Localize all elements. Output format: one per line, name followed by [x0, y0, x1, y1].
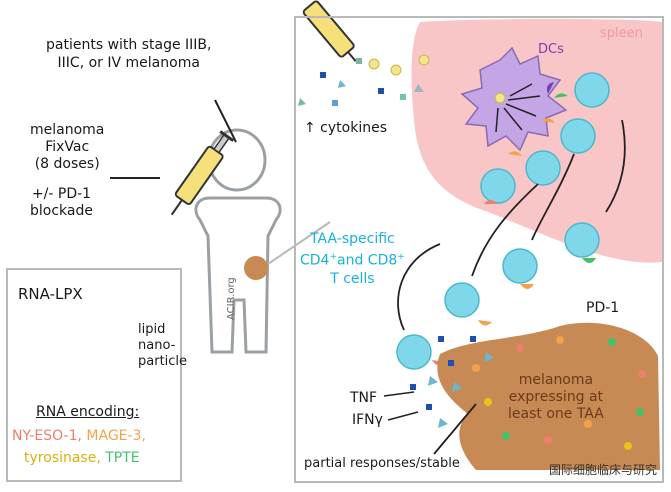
- migration-arrows: [397, 119, 626, 331]
- antigen-list-row1: NY-ESO-1, MAGE-3,: [12, 428, 146, 444]
- injection-site-marker: [244, 256, 268, 280]
- t-cells: [396, 72, 610, 370]
- syringe-left: [170, 130, 235, 216]
- spleen-label: spleen: [600, 26, 643, 41]
- antigen-mage-3: MAGE-3,: [86, 428, 146, 444]
- rna-lpx-title: RNA-LPX: [18, 285, 83, 303]
- effector-molecules: [410, 336, 494, 428]
- antigen-tpte: TPTE: [105, 450, 140, 466]
- taa-t-cells-label: TAA-specific CD4+and CD8+ T cells: [300, 231, 405, 287]
- ifn-label: IFNγ: [352, 412, 383, 428]
- watermark: 国际细胞临床与研究: [548, 463, 657, 477]
- patients-label: patients with stage IIIB,IIIC, or IV mel…: [46, 37, 212, 71]
- rna-lpx-panel: [6, 268, 182, 482]
- pd1-label: PD-1: [586, 300, 620, 316]
- antigen-tyrosinase: tyrosinase,: [24, 450, 101, 466]
- rna-encoding-label: RNA encoding:: [36, 404, 140, 420]
- cytokine-particles: [298, 54, 430, 106]
- cytokines-label: ↑ cytokines: [304, 120, 387, 136]
- dcs-label: DCs: [538, 42, 564, 57]
- antigen-list-row2: tyrosinase, TPTE: [24, 450, 140, 466]
- immune-response-panel: [294, 16, 664, 483]
- antigen-ny-eso-1: NY-ESO-1,: [12, 428, 82, 444]
- tumor-mass: [437, 322, 660, 470]
- response-label: partial responses/stable: [304, 456, 460, 471]
- syringe-right: [302, 0, 357, 62]
- tnf-label: TNF: [350, 390, 378, 406]
- tumor-antigen-dots: [472, 336, 646, 450]
- acir-label: ACIR.org: [226, 277, 237, 320]
